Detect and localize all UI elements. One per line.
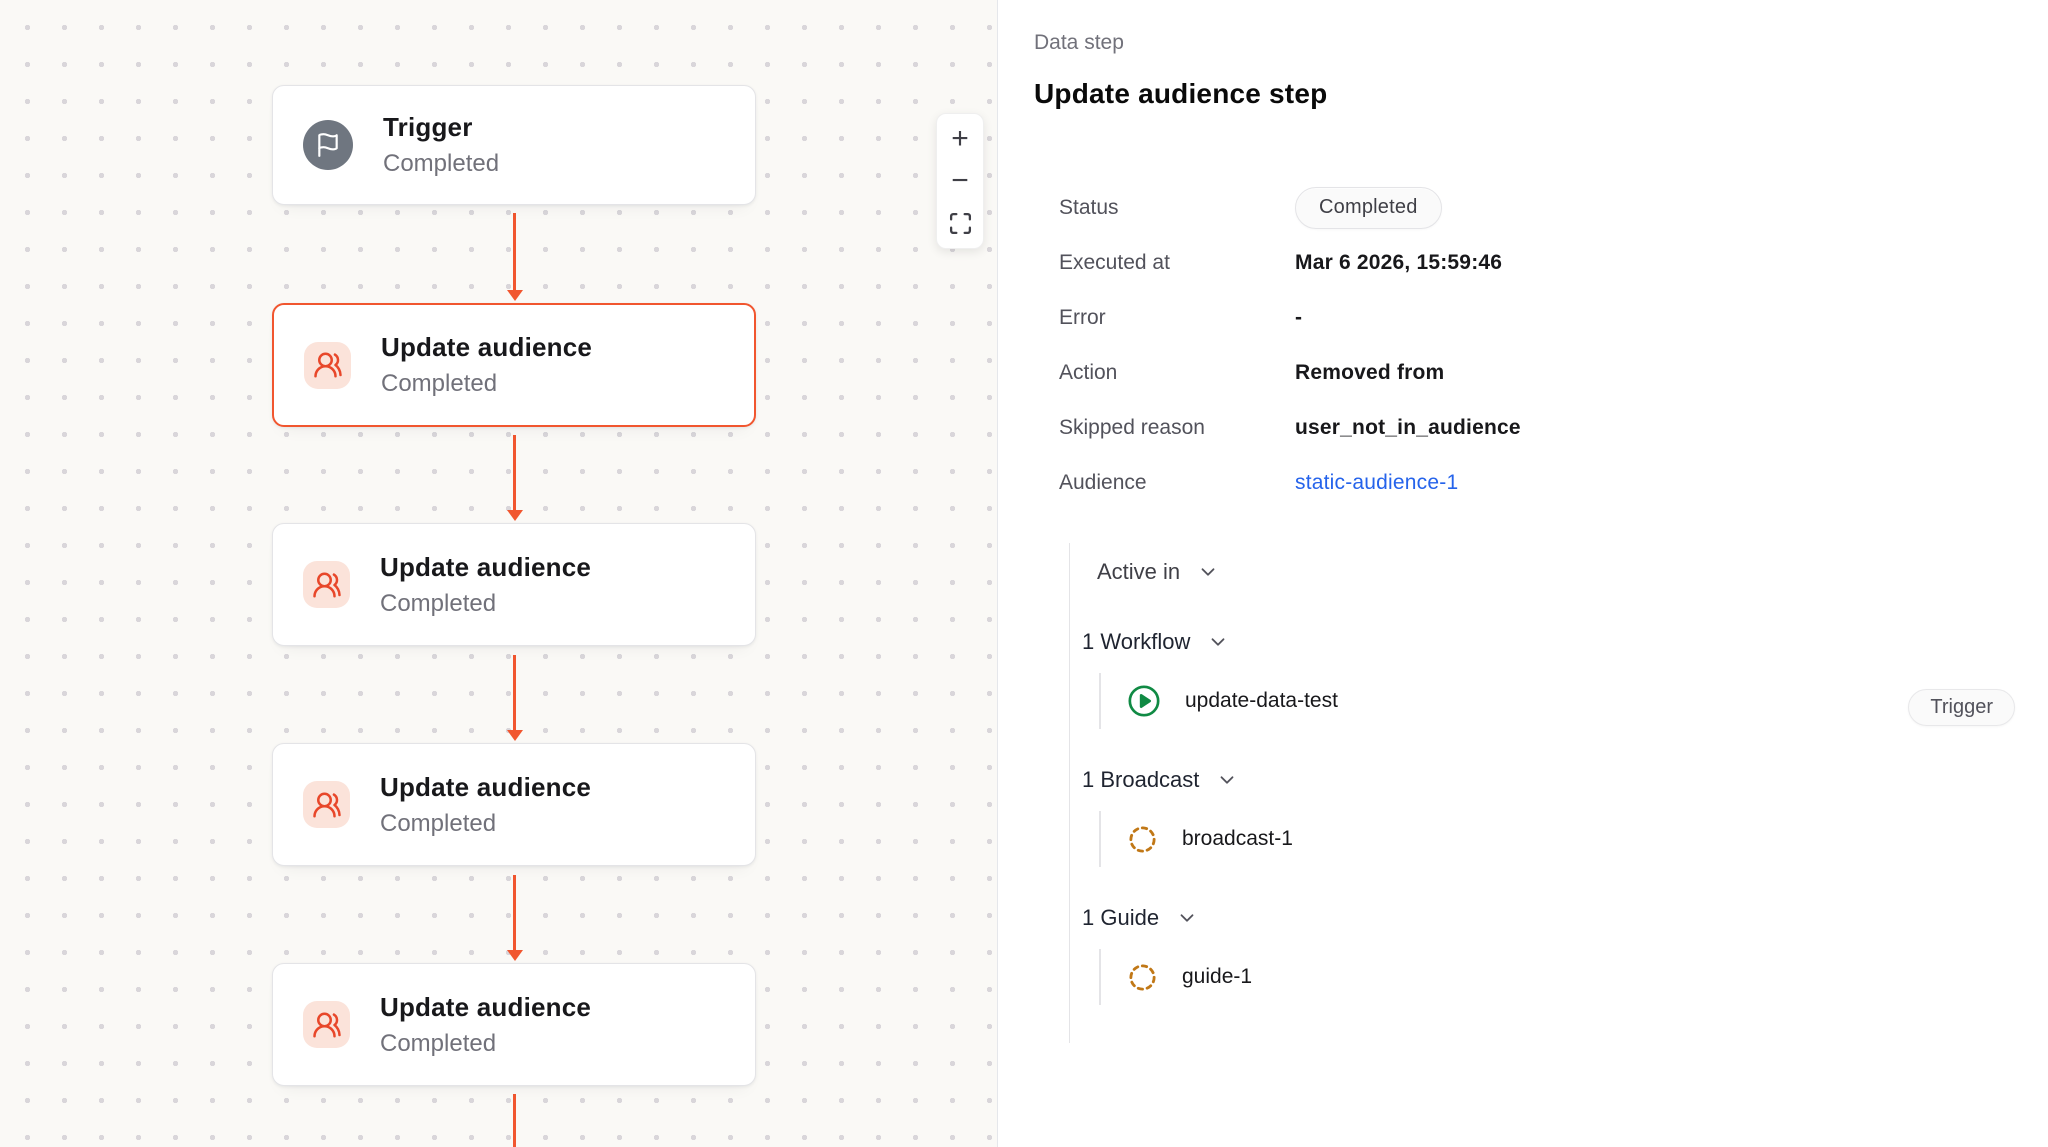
audience-link[interactable]: static-audience-1 bbox=[1295, 470, 1459, 494]
fit-view-button[interactable] bbox=[937, 202, 983, 244]
details-panel: Data step Update audience step Status Com… bbox=[997, 0, 2048, 1147]
field-value-text: Removed from bbox=[1295, 360, 1445, 384]
zoom-in-button[interactable]: + bbox=[937, 118, 983, 160]
field-value: static-audience-1 bbox=[1295, 455, 1521, 510]
node-title: Update audience bbox=[380, 991, 592, 1022]
item-name: broadcast-1 bbox=[1182, 827, 1293, 850]
zoom-out-button[interactable]: − bbox=[937, 160, 983, 202]
group-label: 1 Workflow bbox=[1082, 629, 1191, 654]
circle-play-icon bbox=[1127, 684, 1161, 718]
dashed-circle-icon bbox=[1127, 962, 1158, 993]
field-label: Error bbox=[1059, 305, 1106, 329]
workflow-trigger-badge: Trigger bbox=[1908, 689, 2015, 726]
users-icon bbox=[303, 561, 350, 608]
active-in-group: 1 Broadcast broadcast-1 bbox=[1070, 767, 1910, 867]
flag-icon bbox=[303, 120, 353, 170]
panel-eyebrow: Data step bbox=[1034, 31, 1124, 54]
list-item-update-data-test[interactable]: update-data-test bbox=[1099, 673, 1910, 729]
chevron-down-icon bbox=[1216, 769, 1238, 791]
field-value: Mar 6 2026, 15:59:46 bbox=[1295, 235, 1521, 290]
users-icon bbox=[304, 341, 351, 389]
field-label: Audience bbox=[1059, 470, 1147, 494]
field-label: Skipped reason bbox=[1059, 415, 1205, 439]
arrow-head-icon bbox=[506, 950, 523, 961]
node-status: Completed bbox=[381, 370, 498, 397]
node-status: Completed bbox=[380, 809, 497, 837]
arrow-head-icon bbox=[506, 510, 523, 521]
connector-arrow bbox=[506, 875, 523, 961]
field-value: - bbox=[1295, 290, 1521, 345]
field-value: Removed from bbox=[1295, 345, 1521, 400]
active-in-section: Active in 1 Workflow update-data-test 1 Bro… bbox=[1069, 543, 1910, 1043]
item-name: guide-1 bbox=[1182, 965, 1253, 988]
node-title: Update audience bbox=[380, 771, 592, 802]
node-status: Completed bbox=[380, 1029, 497, 1057]
active-in-group: 1 Guide guide-1 bbox=[1070, 905, 1910, 1005]
field-value-text: Mar 6 2026, 15:59:46 bbox=[1295, 250, 1503, 274]
arrow-head-icon bbox=[506, 290, 523, 301]
active-in-group: 1 Workflow update-data-test bbox=[1070, 629, 1910, 729]
field-value: user_not_in_audience bbox=[1295, 400, 1521, 455]
field-label: Action bbox=[1059, 360, 1118, 384]
node-status: Completed bbox=[383, 150, 500, 177]
list-item-guide-1[interactable]: guide-1 bbox=[1099, 949, 1910, 1005]
zoom-controls: + − bbox=[936, 113, 984, 249]
node-title: Update audience bbox=[381, 332, 593, 362]
users-icon bbox=[303, 781, 350, 828]
connector-arrow bbox=[513, 1094, 516, 1147]
group-header[interactable]: 1 Guide bbox=[1082, 905, 1910, 931]
node-title: Update audience bbox=[380, 551, 592, 582]
maximize-icon bbox=[948, 211, 973, 236]
node-title: Trigger bbox=[383, 112, 473, 142]
chevron-down-icon bbox=[1197, 561, 1219, 583]
field-label: Status bbox=[1059, 195, 1119, 219]
connector-arrow bbox=[506, 435, 523, 521]
field-value-text: - bbox=[1295, 305, 1303, 329]
chevron-down-icon bbox=[1176, 907, 1198, 929]
node-status: Completed bbox=[380, 589, 497, 617]
item-name: update-data-test bbox=[1185, 689, 1338, 712]
list-item-broadcast-1[interactable]: broadcast-1 bbox=[1099, 811, 1910, 867]
group-header[interactable]: 1 Broadcast bbox=[1082, 767, 1910, 793]
users-icon bbox=[303, 1001, 350, 1048]
active-in-label: Active in bbox=[1097, 559, 1181, 584]
field-value: Completed bbox=[1295, 180, 1521, 235]
field-label: Executed at bbox=[1059, 250, 1170, 274]
arrow-head-icon bbox=[506, 730, 523, 741]
group-label: 1 Broadcast bbox=[1082, 767, 1200, 792]
group-label: 1 Guide bbox=[1082, 905, 1160, 930]
connector-arrow bbox=[506, 213, 523, 301]
group-header[interactable]: 1 Workflow bbox=[1082, 629, 1910, 655]
chevron-down-icon bbox=[1207, 631, 1229, 653]
field-value-text: user_not_in_audience bbox=[1295, 415, 1521, 439]
connector-arrow bbox=[506, 655, 523, 741]
active-in-dropdown[interactable]: Active in bbox=[1097, 559, 1910, 585]
status-badge: Completed bbox=[1295, 186, 1442, 229]
dashed-circle-icon bbox=[1127, 824, 1158, 855]
page-title: Update audience step bbox=[1034, 78, 1328, 109]
